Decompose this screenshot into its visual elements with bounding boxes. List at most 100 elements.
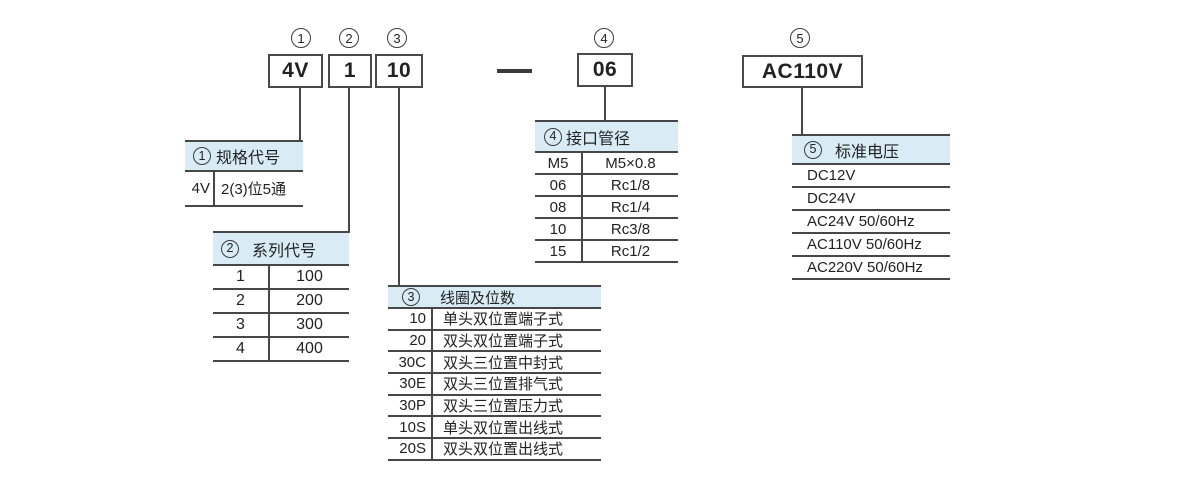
circled-number-2: 2 [339, 28, 359, 48]
table-cell-code: 30P [388, 395, 433, 416]
code-box-series: 1 [328, 54, 372, 88]
table-cell-value: 双头三位置压力式 [443, 398, 564, 416]
table-cell-code: 15 [535, 241, 583, 261]
table-body: 4V 2(3)位5通 [185, 172, 303, 207]
table-row: 1 100 [213, 266, 349, 290]
table-cell-code: 06 [535, 175, 583, 195]
table-header: 3 线圈及位数 [388, 287, 601, 309]
table-row: M5 M5×0.8 [535, 153, 678, 175]
table-cell-value: Rc3/8 [610, 220, 651, 238]
table-cell-code: 10 [388, 309, 433, 329]
table-cell-code: 1 [213, 266, 270, 288]
circled-number-icon: 5 [804, 140, 822, 159]
table-cell-value: 400 [296, 340, 323, 357]
table-row: 2 200 [213, 290, 349, 314]
table-row: 4V 2(3)位5通 [185, 172, 303, 207]
table-title: 规格代号 [216, 150, 281, 167]
table-title: 标准电压 [835, 143, 900, 161]
table-row: AC24V 50/60Hz [792, 211, 950, 234]
table-row: 15 Rc1/2 [535, 241, 678, 263]
table-cell-value: Rc1/4 [610, 198, 651, 216]
table-cell-value: 单头双位置端子式 [443, 311, 564, 329]
circled-number-3: 3 [387, 28, 407, 48]
table-row: AC220V 50/60Hz [792, 257, 950, 280]
table-cell-value: 双头双位置端子式 [443, 333, 564, 351]
table-spec-code: 1 规格代号 4V 2(3)位5通 [185, 140, 303, 207]
table-header: 5 标准电压 [792, 136, 950, 165]
table-cell-value: 100 [296, 268, 323, 285]
circled-number-1: 1 [291, 28, 311, 48]
connector-line-voltage [801, 87, 803, 136]
connector-line-spec [299, 87, 301, 142]
table-cell-code: 4 [213, 338, 270, 360]
table-row: 30E 双头三位置排气式 [388, 374, 601, 396]
table-cell-value: 双头三位置排气式 [443, 376, 564, 394]
table-row: 3 300 [213, 314, 349, 338]
table-cell-value: 2(3)位5通 [221, 181, 287, 198]
table-title: 线圈及位数 [440, 289, 516, 307]
table-body: 1 100 2 200 3 300 4 400 [213, 266, 349, 362]
table-row: 30C 双头三位置中封式 [388, 352, 601, 375]
table-cell-code: 2 [213, 290, 270, 312]
connector-line-series [348, 87, 350, 233]
table-row: 10S 单头双位置出线式 [388, 417, 601, 440]
table-cell-value: M5×0.8 [605, 154, 656, 172]
code-box-voltage: AC110V [742, 55, 863, 88]
circled-number-icon: 4 [544, 127, 562, 146]
circled-number-5: 5 [790, 28, 810, 48]
table-row: DC24V [792, 188, 950, 211]
connector-line-port [604, 86, 606, 122]
table-cell-code: M5 [535, 153, 583, 173]
table-row: 06 Rc1/8 [535, 175, 678, 197]
table-cell-code: 3 [213, 314, 270, 336]
circled-number-4: 4 [594, 28, 614, 48]
separator-dash [497, 69, 532, 73]
table-cell-code: 30C [388, 352, 433, 373]
table-cell-code: 10S [388, 417, 433, 438]
table-cell-value: Rc1/2 [610, 242, 651, 260]
table-cell-code: 20S [388, 439, 433, 459]
table-header: 4 接口管径 [535, 122, 678, 153]
table-title: 接口管径 [566, 130, 631, 148]
connector-line-coil [398, 87, 400, 287]
table-cell-value: 单头双位置出线式 [443, 419, 564, 437]
table-row: DC12V [792, 165, 950, 188]
table-body: M5 M5×0.8 06 Rc1/8 08 Rc1/4 10 Rc3/8 15 Rc1/2 [535, 153, 678, 263]
code-box-coil: 10 [375, 54, 423, 88]
circled-number-icon: 3 [402, 288, 420, 306]
table-row: 10 单头双位置端子式 [388, 309, 601, 331]
circled-number-icon: 2 [221, 239, 239, 258]
table-title: 系列代号 [252, 242, 317, 260]
table-cell-value: Rc1/8 [610, 176, 651, 194]
table-cell-value: 300 [296, 316, 323, 333]
table-row: 10 Rc3/8 [535, 219, 678, 241]
table-cell-value: 双头双位置出线式 [443, 441, 564, 459]
table-cell-code: AC24V 50/60Hz [807, 213, 915, 230]
table-cell-value: 200 [296, 292, 323, 309]
table-cell-code: 08 [535, 197, 583, 217]
table-cell-code: AC110V 50/60Hz [807, 236, 922, 253]
table-cell-code: DC12V [807, 167, 856, 184]
code-box-port: 06 [577, 53, 633, 87]
table-cell-code: 20 [388, 330, 433, 351]
table-cell-code: DC24V [807, 190, 856, 207]
table-cell-value: 双头三位置中封式 [443, 354, 564, 372]
table-cell-code: 30E [388, 374, 433, 394]
table-row: 4 400 [213, 338, 349, 362]
code-box-spec: 4V [268, 54, 323, 88]
table-header: 1 规格代号 [185, 142, 303, 172]
table-series-code: 2 系列代号 1 100 2 200 3 300 4 400 [213, 231, 349, 362]
table-cell-code: AC220V 50/60Hz [807, 259, 923, 276]
table-row: AC110V 50/60Hz [792, 234, 950, 257]
table-cell-code: 10 [535, 219, 583, 239]
table-body: 10 单头双位置端子式 20 双头双位置端子式 30C 双头三位置中封式 30E 双头三位置排… [388, 309, 601, 461]
table-row: 20 双头双位置端子式 [388, 330, 601, 353]
table-row: 30P 双头三位置压力式 [388, 395, 601, 418]
table-row: 20S 双头双位置出线式 [388, 439, 601, 461]
table-port-size: 4 接口管径 M5 M5×0.8 06 Rc1/8 08 Rc1/4 10 Rc3/8 15 Rc… [535, 120, 678, 263]
table-cell-code: 4V [185, 172, 215, 205]
